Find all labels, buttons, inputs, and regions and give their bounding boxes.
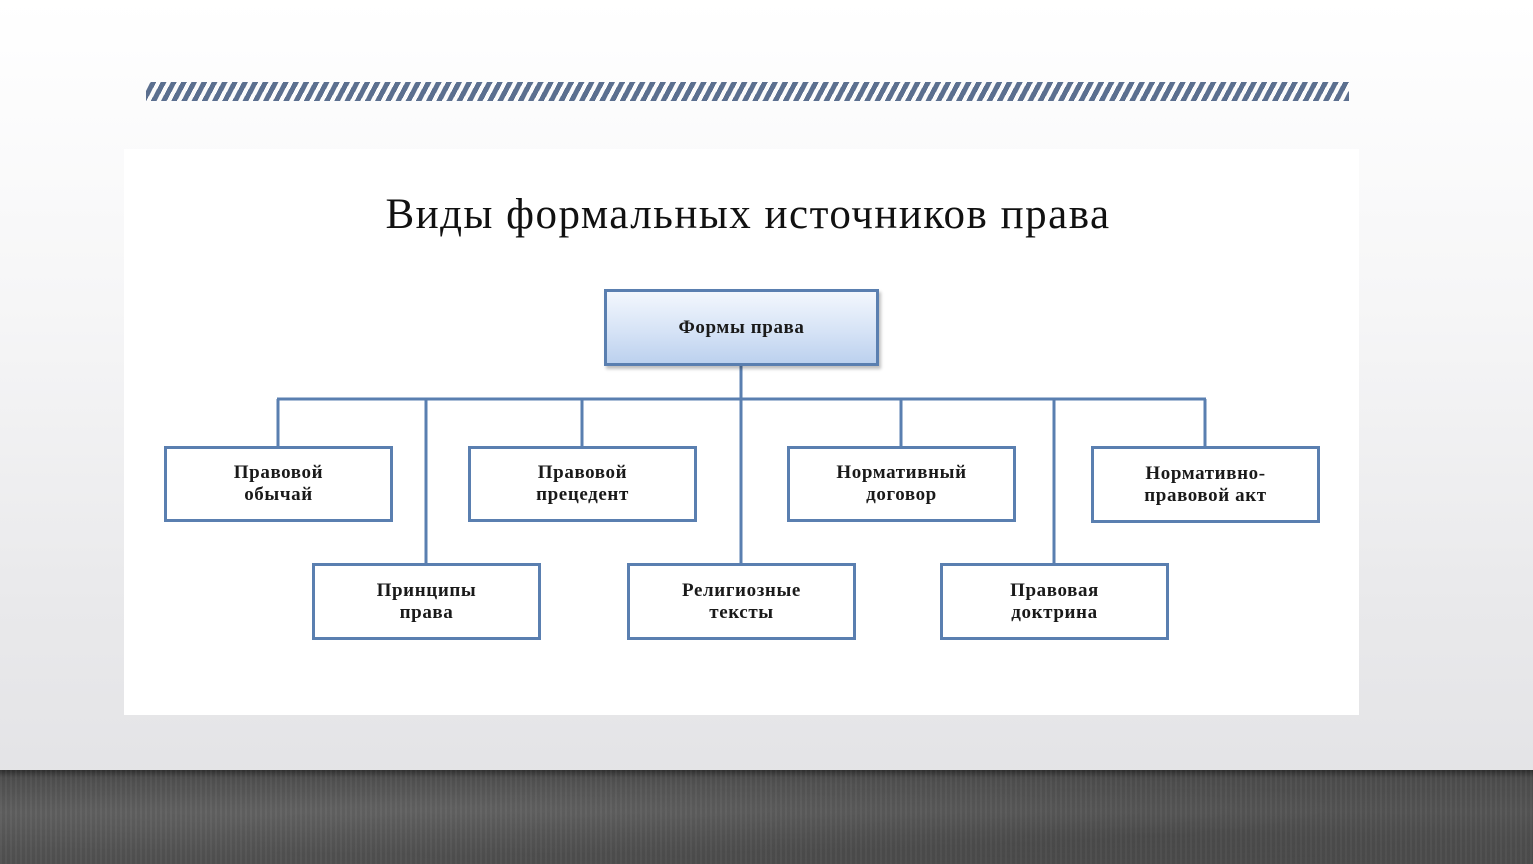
- node-root-forms-of-law: Формы права: [604, 289, 879, 366]
- node-label: Правовой обычай: [233, 462, 324, 505]
- node-root-label: Формы права: [678, 316, 805, 338]
- node-label: Правовой прецедент: [536, 462, 629, 505]
- node-label: Правовая доктрина: [1010, 579, 1099, 623]
- node-legal-principles: Принципы права: [312, 563, 541, 640]
- node-normative-contract: Нормативный договор: [787, 446, 1016, 522]
- floor-texture: [0, 770, 1533, 864]
- node-legal-doctrine: Правовая доктрина: [940, 563, 1169, 640]
- node-label: Религиозные тексты: [682, 579, 801, 623]
- decorative-stripe-bar: [146, 82, 1349, 101]
- node-religious-texts: Религиозные тексты: [627, 563, 856, 640]
- node-legal-precedent: Правовой прецедент: [468, 446, 697, 522]
- node-label: Нормативно-правовой акт: [1144, 462, 1267, 506]
- diagram-title: Виды формальных источников права: [385, 191, 1111, 238]
- node-label: Принципы права: [376, 579, 477, 623]
- node-customary-law: Правовой обычай: [164, 446, 393, 522]
- node-label: Нормативный договор: [836, 462, 967, 505]
- node-normative-legal-act: Нормативно-правовой акт: [1091, 446, 1320, 523]
